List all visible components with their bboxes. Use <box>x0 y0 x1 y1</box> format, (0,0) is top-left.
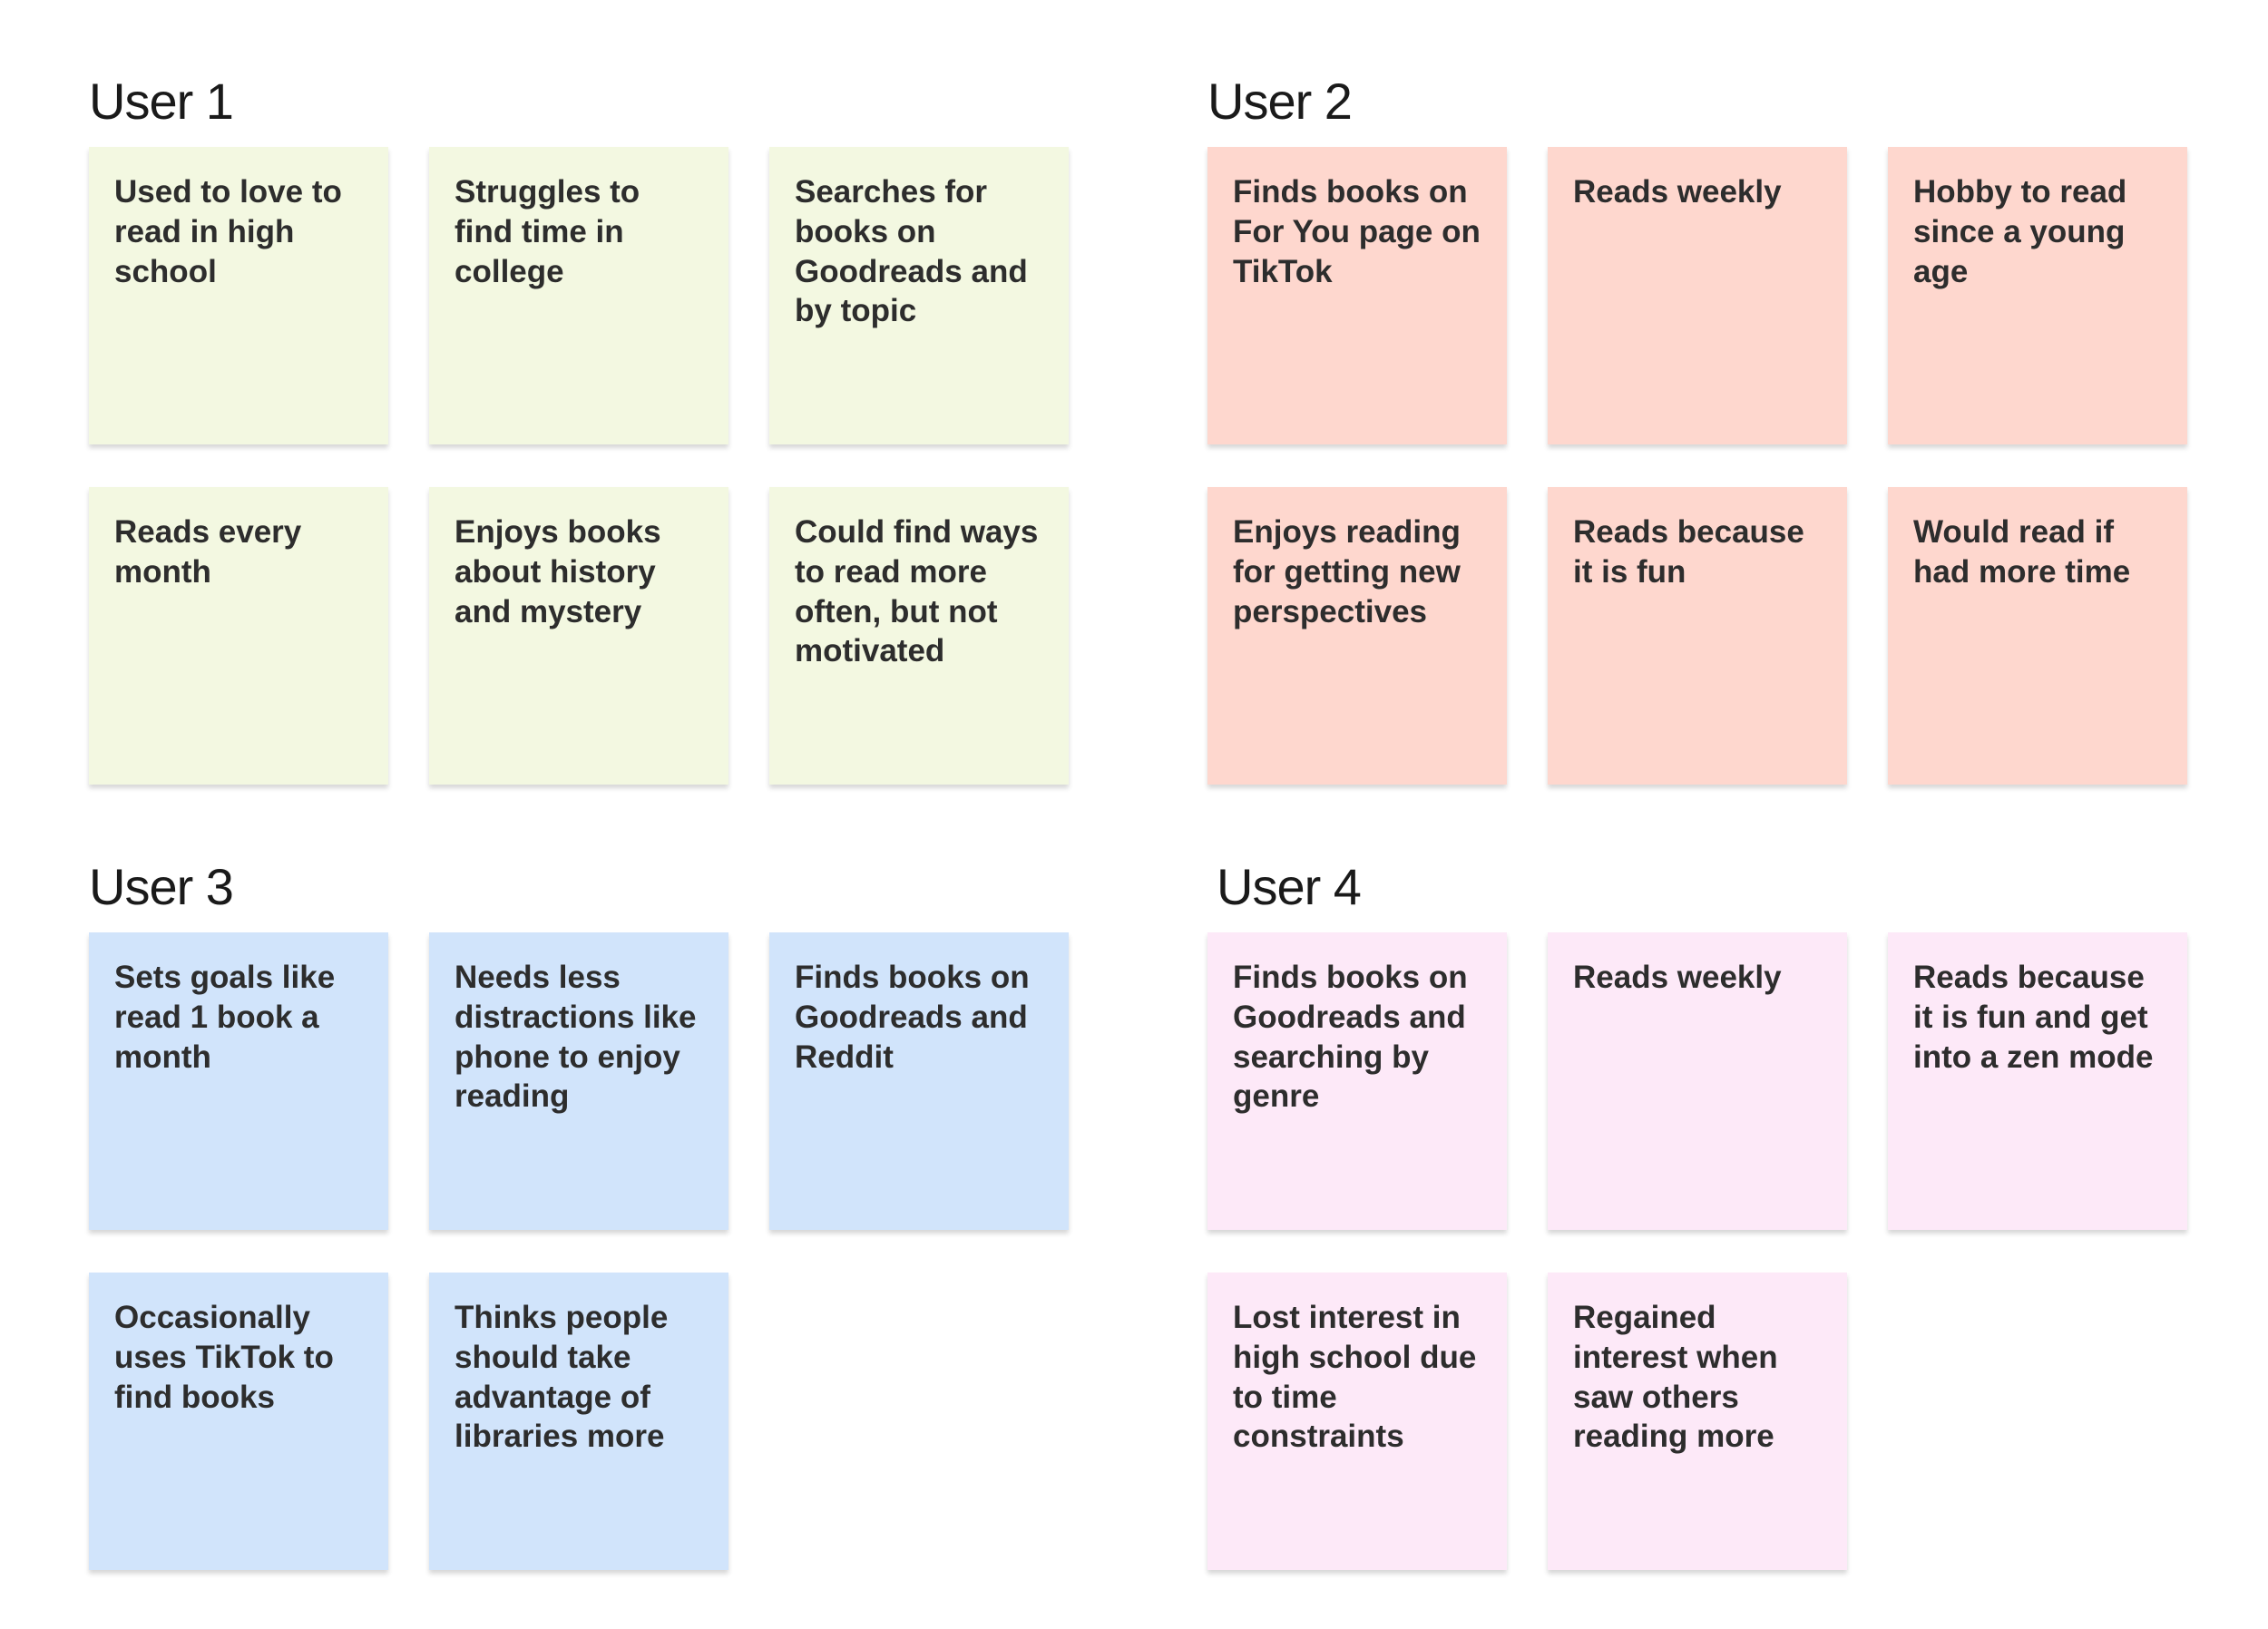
user-3-title[interactable]: User 3 <box>89 858 234 915</box>
sticky-note[interactable]: Sets goals like read 1 book a month <box>89 932 388 1230</box>
sticky-note[interactable]: Regained interest when saw others readin… <box>1548 1273 1847 1570</box>
sticky-note[interactable]: Thinks people should take advantage of l… <box>429 1273 728 1570</box>
user-2-notes: Finds books on For You page on TikTok Re… <box>1207 147 2187 785</box>
sticky-note[interactable]: Occasionally uses TikTok to find books <box>89 1273 388 1570</box>
sticky-note[interactable]: Would read if had more time <box>1888 487 2187 785</box>
sticky-note[interactable]: Used to love to read in high school <box>89 147 388 444</box>
sticky-note[interactable]: Needs less distractions like phone to en… <box>429 932 728 1230</box>
sticky-note[interactable]: Finds books on Goodreads and Reddit <box>769 932 1069 1230</box>
sticky-note[interactable]: Reads every month <box>89 487 388 785</box>
sticky-note[interactable]: Lost interest in high school due to time… <box>1207 1273 1507 1570</box>
user-1-notes: Used to love to read in high school Stru… <box>89 147 1069 785</box>
sticky-note[interactable]: Could find ways to read more often, but … <box>769 487 1069 785</box>
user-4-title[interactable]: User 4 <box>1217 858 1362 915</box>
sticky-note[interactable]: Enjoys reading for getting new perspecti… <box>1207 487 1507 785</box>
sticky-note[interactable]: Hobby to read since a young age <box>1888 147 2187 444</box>
sticky-note[interactable]: Struggles to find time in college <box>429 147 728 444</box>
sticky-note[interactable]: Finds books on For You page on TikTok <box>1207 147 1507 444</box>
sticky-note[interactable]: Reads weekly <box>1548 932 1847 1230</box>
sticky-note[interactable]: Finds books on Goodreads and searching b… <box>1207 932 1507 1230</box>
user-4-notes: Finds books on Goodreads and searching b… <box>1207 932 2187 1570</box>
sticky-note[interactable]: Reads weekly <box>1548 147 1847 444</box>
user-2-title[interactable]: User 2 <box>1207 73 1353 130</box>
sticky-note[interactable]: Enjoys books about history and mystery <box>429 487 728 785</box>
sticky-note[interactable]: Searches for books on Goodreads and by t… <box>769 147 1069 444</box>
user-1-title[interactable]: User 1 <box>89 73 234 130</box>
sticky-note[interactable]: Reads because it is fun <box>1548 487 1847 785</box>
user-3-notes: Sets goals like read 1 book a month Need… <box>89 932 1069 1570</box>
sticky-note[interactable]: Reads because it is fun and get into a z… <box>1888 932 2187 1230</box>
